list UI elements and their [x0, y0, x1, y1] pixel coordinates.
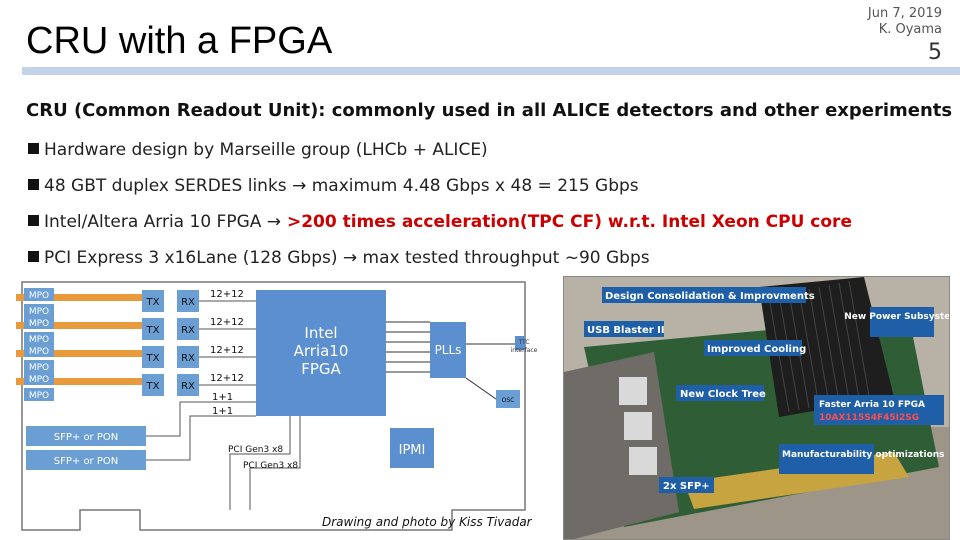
link-count-label: 12+12	[210, 317, 244, 328]
credit-text: Drawing and photo by Kiss Tivadar	[322, 515, 532, 529]
mpo-label: MPO	[29, 335, 49, 345]
ipmi-block	[390, 428, 434, 468]
sfp-pon-label: SFP+ or PON	[54, 456, 118, 467]
bullet-text: maximum 4.48 Gbps x 48 = 215 Gbps	[306, 176, 639, 196]
sfp-link-label: 1+1	[212, 392, 233, 403]
pci-lines	[229, 416, 301, 510]
arrow-icon: →	[292, 176, 307, 196]
sfp-link-label: 1+1	[212, 406, 233, 417]
bullet-text: Hardware design by Marseille group (LHCb…	[44, 140, 488, 160]
bullet-square-icon	[28, 251, 39, 262]
svg-text:Arria10: Arria10	[294, 342, 349, 360]
link-bar	[16, 378, 142, 385]
cru-block-diagram: MPO MPO MPO MPO MPO MPO MPO MPO TX RX TX…	[16, 281, 538, 531]
osc-label: OSC	[502, 397, 515, 404]
bullet-item: PCI Express 3 x16Lane (128 Gbps) → max t…	[28, 248, 650, 268]
sfp-pon-box	[26, 426, 146, 446]
tx-label: TX	[146, 297, 160, 308]
pci-label: PCI Gen3 x8	[243, 461, 298, 471]
link-bar	[16, 294, 142, 301]
photo-label: Design Consolidation & Improvments	[605, 291, 815, 302]
tx-rx-boxes: TX RX TX RX TX RX TX RX	[142, 290, 199, 396]
photo-label: Improved Cooling	[707, 344, 806, 355]
bullet-square-icon	[28, 143, 39, 154]
link-count-label: 12+12	[210, 373, 244, 384]
bullet-item: 48 GBT duplex SERDES links → maximum 4.4…	[28, 176, 639, 196]
svg-text:Intel: Intel	[304, 324, 337, 342]
section-heading: CRU (Common Readout Unit): commonly used…	[26, 100, 953, 121]
mpo-connectors: MPO MPO MPO MPO MPO MPO MPO MPO	[24, 288, 54, 401]
rx-label: RX	[181, 297, 195, 308]
rx-label: RX	[181, 381, 195, 392]
bullet-text: 48 GBT duplex SERDES links	[44, 176, 293, 196]
pci-label: PCI Gen3 x8	[228, 445, 283, 455]
link-count-label: 12+12	[210, 289, 244, 300]
bullet-item: Hardware design by Marseille group (LHCb…	[28, 140, 488, 160]
osc-block	[496, 390, 520, 408]
photo-label: USB Blaster II	[587, 325, 665, 336]
photo-label: 10AX115S4F45I2SG	[819, 413, 919, 423]
link-labels: 12+12 12+12 12+12 12+12 1+1 1+1	[210, 289, 244, 417]
bullet-text: PCI Express 3 x16Lane (128 Gbps)	[44, 248, 343, 268]
mpo-label: MPO	[29, 363, 49, 373]
cru-board-photo: Design Consolidation & Improvments USB B…	[563, 276, 950, 540]
slide-meta: Jun 7, 2019 K. Oyama	[868, 6, 942, 38]
rx-label: RX	[181, 353, 195, 364]
mpo-label: MPO	[29, 391, 49, 401]
tx-label: TX	[146, 353, 160, 364]
mpo-label: MPO	[29, 319, 49, 329]
tx-label: TX	[146, 325, 160, 336]
arrow-icon: →	[342, 248, 358, 268]
link-lines	[199, 300, 256, 417]
photo-label: Faster Arria 10 FPGA	[819, 400, 925, 410]
tx-label: TX	[146, 381, 160, 392]
bullet-text: Intel/Altera Arria 10 FPGA	[44, 212, 267, 232]
photo-label: 2x SFP+	[663, 481, 710, 492]
front-bracket	[564, 352, 679, 539]
bullet-square-icon	[28, 215, 39, 226]
link-bar	[16, 322, 142, 329]
bullet-square-icon	[28, 179, 39, 190]
pll-block	[430, 322, 466, 378]
pll-label: PLLs	[435, 343, 462, 357]
pll-arrows	[386, 321, 430, 373]
ttc-connector	[515, 336, 525, 350]
ipmi-label: IPMI	[399, 443, 426, 458]
page-number: 5	[928, 40, 942, 65]
sfp-pon-label: SFP+ or PON	[54, 432, 118, 443]
photo-label: New Clock Tree	[680, 389, 766, 400]
svg-text:FPGA: FPGA	[301, 360, 341, 378]
link-bar	[16, 350, 142, 357]
fpga-label: Intel Arria10 FPGA	[294, 324, 349, 378]
svg-text:interface: interface	[511, 347, 538, 354]
photo-label: Manufacturability optimizations	[782, 450, 945, 460]
svg-text:TTC: TTC	[517, 339, 529, 346]
link-count-label: 12+12	[210, 345, 244, 356]
mpo-label: MPO	[29, 347, 49, 357]
bullet-text: max tested throughput ~90 Gbps	[357, 248, 650, 268]
photo-label: New Power Subsystem	[844, 312, 950, 322]
slide-title: CRU with a FPGA	[26, 20, 333, 62]
board-outline	[21, 281, 526, 531]
mpo-label: MPO	[29, 291, 49, 301]
bullet-item: Intel/Altera Arria 10 FPGA → >200 times …	[28, 212, 852, 232]
title-rule	[22, 67, 960, 75]
mpo-label: MPO	[29, 307, 49, 317]
date: Jun 7, 2019	[867, 6, 942, 21]
sfp-pon-box	[26, 450, 146, 470]
highlight-text: >200 times acceleration(TPC CF) w.r.t. I…	[281, 212, 852, 232]
mpo-label: MPO	[29, 375, 49, 385]
link-bars	[16, 294, 142, 385]
rx-label: RX	[181, 325, 195, 336]
author: K. Oyama	[878, 22, 942, 37]
ttc-label: TTC interface	[511, 339, 538, 354]
fpga-block	[256, 290, 386, 416]
arrow-icon: →	[266, 212, 282, 232]
